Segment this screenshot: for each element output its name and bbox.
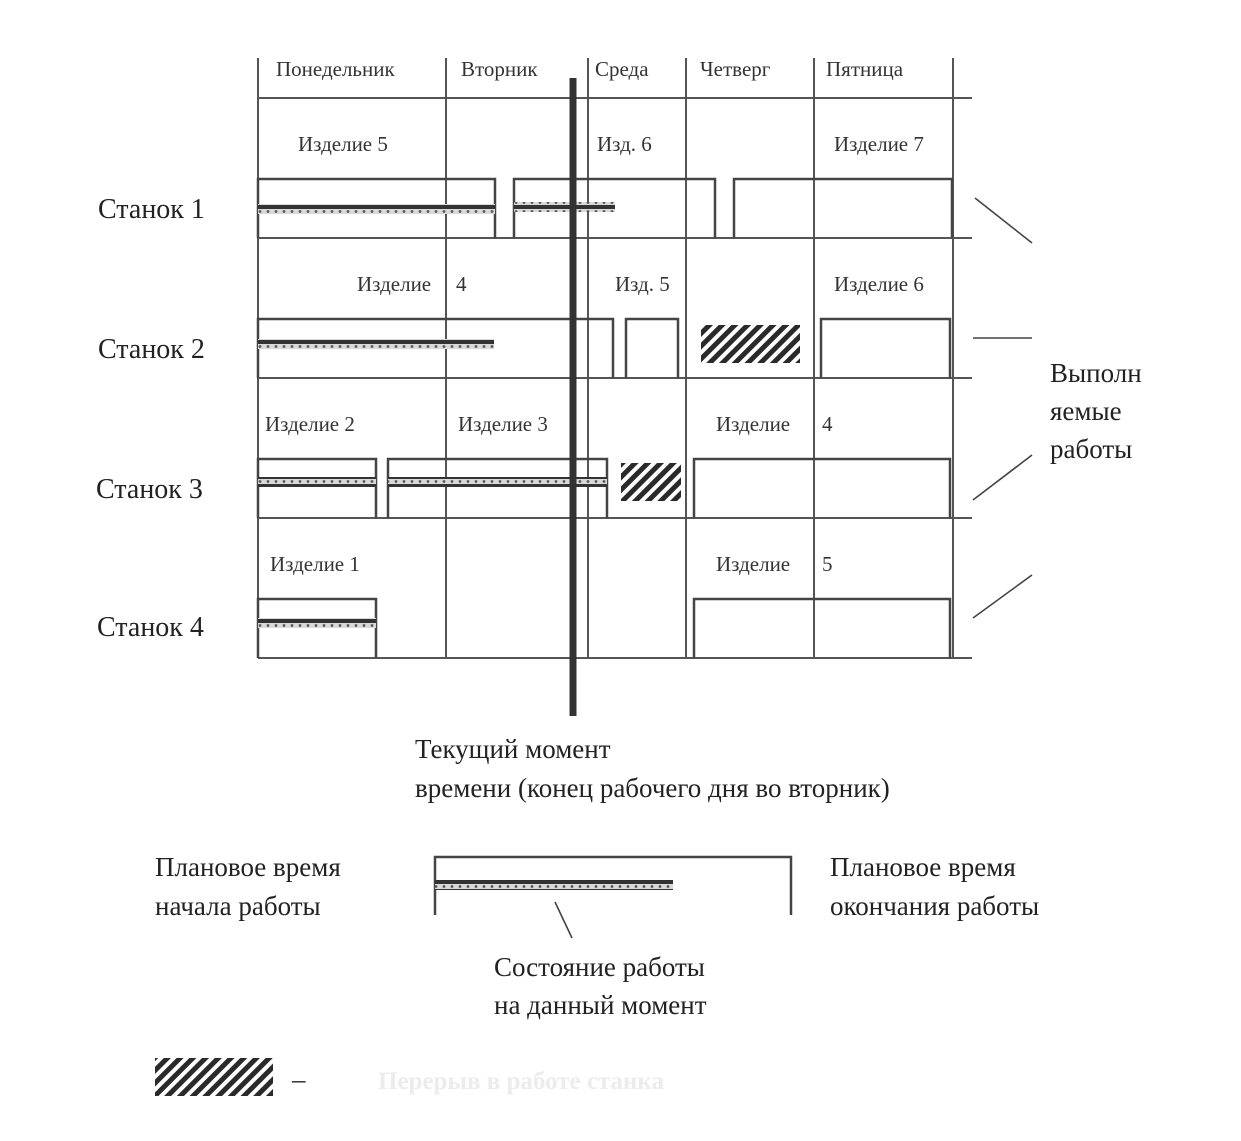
downtime-block	[701, 325, 800, 363]
day-header-thursday: Четверг	[700, 57, 771, 81]
legend-planned-end-line-2: окончания работы	[830, 891, 1039, 921]
product-label: Изделие	[357, 272, 431, 296]
product-label: Изд. 5	[615, 272, 670, 296]
machine-labels: Станок 1 Станок 2 Станок 3 Станок 4	[96, 194, 205, 643]
performed-jobs-line-3: работы	[1050, 434, 1132, 464]
legend-status-pointer	[554, 901, 573, 939]
current-moment-line-2: времени (конец рабочего дня во вторник)	[415, 773, 890, 803]
job-bracket	[692, 597, 952, 658]
progress-bars	[258, 202, 615, 628]
job-bracket	[624, 317, 680, 378]
progress-bar	[258, 477, 376, 487]
performed-jobs-label: Выполн яемые работы	[1050, 358, 1142, 464]
product-label: 4	[456, 272, 467, 296]
job-bracket	[256, 597, 378, 658]
progress-bar	[258, 204, 495, 214]
performed-jobs-line-1: Выполн	[1050, 358, 1142, 388]
job-bracket	[692, 457, 952, 518]
product-labels: Изделие 5 Изд. 6 Изделие 7 Изделие 4 Изд…	[265, 132, 924, 576]
legend-planned-start-line-2: начала работы	[155, 891, 321, 921]
legend-hatch-caption: Перерыв в работе станка	[378, 1068, 664, 1095]
current-moment-caption: Текущий момент времени (конец рабочего д…	[415, 734, 890, 803]
product-label: 4	[822, 412, 833, 436]
current-moment-line-1: Текущий момент	[415, 734, 611, 764]
product-label: Изделие 1	[270, 552, 360, 576]
product-label: Изд. 6	[597, 132, 652, 156]
product-label: 5	[822, 552, 833, 576]
day-header-friday: Пятница	[826, 57, 904, 81]
product-label: Изделие	[716, 412, 790, 436]
machine-label-4: Станок 4	[97, 612, 204, 643]
machine-label-2: Станок 2	[98, 334, 205, 365]
job-bracket	[732, 177, 954, 238]
progress-bar	[258, 339, 494, 349]
legend-progress-bar	[435, 880, 673, 890]
legend: Плановое время начала работы Плановое вр…	[155, 852, 1039, 1096]
day-headers: Понедельник Вторник Среда Четверг Пятниц…	[276, 57, 904, 81]
progress-bar	[388, 477, 607, 487]
job-brackets	[256, 177, 954, 658]
progress-bar	[258, 618, 376, 628]
day-header-tuesday: Вторник	[461, 57, 538, 81]
pointer-line	[972, 454, 1033, 501]
legend-planned-start-line-1: Плановое время	[155, 852, 341, 882]
product-label: Изделие 3	[458, 412, 548, 436]
downtime-block	[621, 463, 681, 501]
pointer-line	[972, 574, 1033, 619]
legend-status-line-2: на данный момент	[494, 990, 707, 1020]
job-bracket	[386, 457, 609, 518]
product-label: Изделие 7	[834, 132, 924, 156]
job-bracket	[819, 317, 952, 378]
product-label: Изделие 5	[298, 132, 388, 156]
machine-label-3: Станок 3	[96, 474, 203, 505]
progress-bar	[514, 202, 615, 212]
product-label: Изделие	[716, 552, 790, 576]
legend-status-line-1: Состояние работы	[494, 952, 705, 982]
pointer-line	[974, 197, 1033, 244]
day-header-monday: Понедельник	[276, 57, 395, 81]
product-label: Изделие 6	[834, 272, 924, 296]
performed-jobs-line-2: яемые	[1050, 396, 1122, 426]
pointer-lines	[972, 197, 1033, 619]
downtime-blocks	[621, 325, 800, 501]
product-label: Изделие 2	[265, 412, 355, 436]
legend-hatch-dash: –	[291, 1064, 306, 1094]
legend-planned-end-line-1: Плановое время	[830, 852, 1016, 882]
machine-label-1: Станок 1	[98, 194, 205, 225]
day-header-wednesday: Среда	[595, 57, 649, 81]
legend-hatch-sample	[155, 1058, 273, 1096]
job-bracket	[256, 457, 378, 518]
